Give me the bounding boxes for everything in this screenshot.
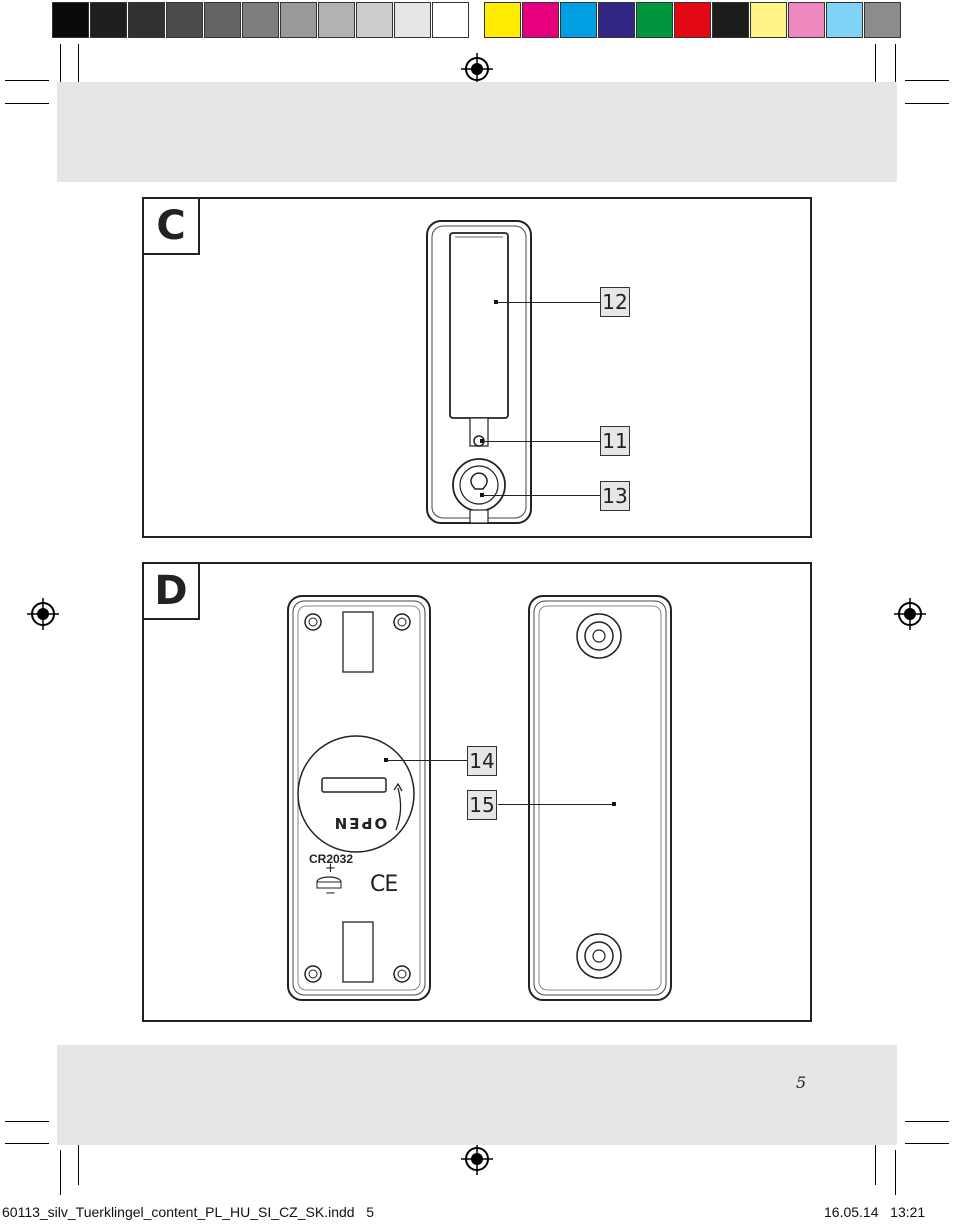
callout-leader-line: [386, 760, 468, 761]
gray-swatch: [128, 2, 165, 38]
doorbell-button-front-drawing: [426, 220, 532, 524]
gray-swatch: [318, 2, 355, 38]
process-color-swatch: [750, 2, 787, 38]
registration-mark-icon: [461, 1143, 493, 1175]
battery-plus-sign: +: [325, 861, 336, 876]
gray-swatch: [356, 2, 393, 38]
crop-mark: [5, 1121, 49, 1122]
doorbell-back-cover-drawing: [528, 595, 672, 1001]
callout-anchor: [612, 802, 616, 806]
crop-mark: [895, 44, 896, 84]
process-color-swatch: [560, 2, 597, 38]
crop-mark: [875, 1140, 876, 1185]
callout-11: 11: [600, 426, 630, 456]
registration-mark-icon: [461, 53, 493, 85]
crop-mark: [5, 1143, 49, 1144]
registration-mark-icon: [27, 598, 59, 630]
figure-d-label: D: [142, 562, 200, 620]
top-gray-band: [57, 82, 897, 182]
gray-swatch: [280, 2, 317, 38]
doorbell-back-battery-drawing: [287, 595, 431, 1001]
battery-type-label: CR2032: [309, 852, 354, 866]
crop-mark: [5, 103, 49, 104]
callout-leader-line: [498, 804, 614, 805]
crop-mark: [905, 80, 949, 81]
color-calibration-bar: [48, 0, 908, 40]
crop-mark: [60, 1150, 61, 1195]
callout-leader-line: [482, 495, 601, 496]
registration-mark-icon: [894, 598, 926, 630]
process-color-swatch: [674, 2, 711, 38]
gray-swatch: [204, 2, 241, 38]
process-color-swatch: [788, 2, 825, 38]
process-color-swatch: [484, 2, 521, 38]
bottom-gray-band: [57, 1045, 897, 1145]
gray-swatch: [166, 2, 203, 38]
callout-leader-line: [482, 441, 601, 442]
process-color-swatch: [636, 2, 673, 38]
battery-minus-sign: −: [325, 886, 336, 901]
callout-14: 14: [467, 746, 497, 776]
footer-filename: 60113_silv_Tuerklingel_content_PL_HU_SI_…: [2, 1204, 375, 1220]
process-color-swatch: [522, 2, 559, 38]
callout-leader-line: [496, 302, 601, 303]
process-color-swatch: [826, 2, 863, 38]
process-color-swatch: [864, 2, 901, 38]
page-number: 5: [796, 1073, 807, 1092]
gray-swatch: [394, 2, 431, 38]
crop-mark: [905, 1143, 949, 1144]
ce-mark: CE: [370, 872, 398, 897]
callout-12: 12: [600, 287, 630, 317]
crop-mark: [905, 1121, 949, 1122]
process-color-swatch: [598, 2, 635, 38]
crop-mark: [875, 44, 876, 86]
gray-swatch: [242, 2, 279, 38]
gray-swatch: [90, 2, 127, 38]
crop-mark: [60, 44, 61, 84]
battery-open-label: OPEN: [332, 814, 388, 832]
callout-13: 13: [600, 481, 630, 511]
crop-mark: [78, 1140, 79, 1185]
crop-mark: [905, 103, 949, 104]
crop-mark: [5, 80, 49, 81]
crop-mark: [78, 44, 79, 86]
callout-15: 15: [467, 790, 497, 820]
gray-swatch: [52, 2, 89, 38]
figure-c-label: C: [142, 197, 200, 255]
process-color-swatch: [712, 2, 749, 38]
gray-swatch: [432, 2, 469, 38]
crop-mark: [895, 1150, 896, 1195]
footer-date: 16.05.14 13:21: [824, 1204, 926, 1220]
